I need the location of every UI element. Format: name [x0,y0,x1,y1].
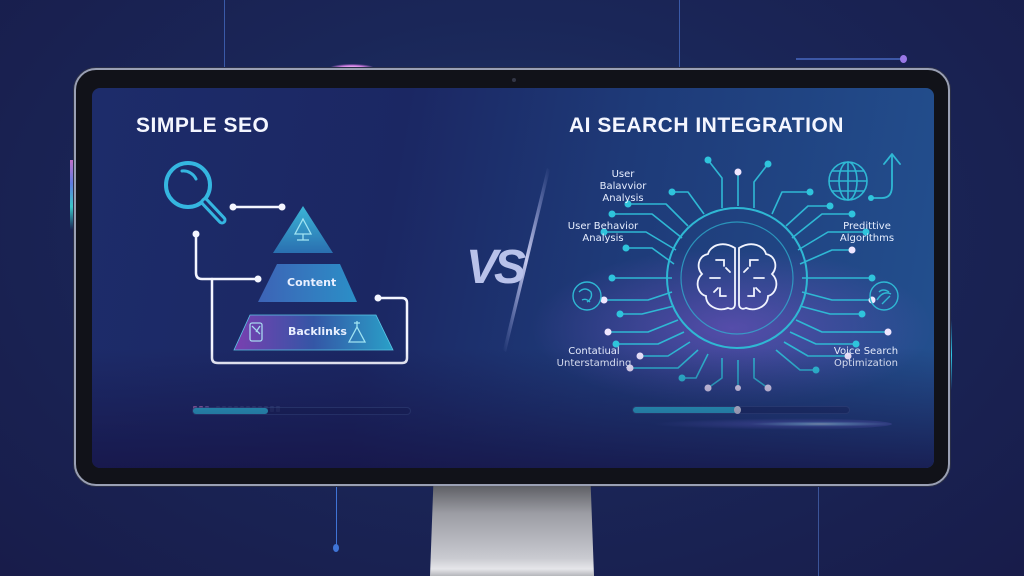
tree-icon [293,217,313,241]
monitor: SIMPLE SEO [74,68,950,486]
seo-progress-bar [192,407,411,415]
fingerprint-left-icon [572,281,602,311]
flask-icon [347,321,367,343]
label-voice-search: Voice Search Optimization [833,346,899,369]
label-contextual-understanding: Contatiual Unterstamding [556,346,632,369]
ai-progress-knob [734,406,741,414]
globe-icon [828,161,868,201]
ai-progress-bar [632,406,850,414]
connector-lines [194,205,409,365]
pyramid-middle-tier [258,264,357,302]
bg-line-top-right [796,58,904,60]
ai-search-title: AI SEARCH INTEGRATION [569,114,844,137]
vs-slash [503,168,550,352]
circuit-traces [604,159,888,389]
ai-progress-fill [633,407,738,413]
glow-left-edge [70,160,73,230]
label-user-behavior-mid: User Behavior Analysis [567,221,639,244]
pyramid-bottom-tier [233,314,394,351]
bg-line-bottom-right [818,486,819,576]
circuit-nodes-cyan [600,156,876,382]
bg-line-right [679,0,680,68]
seo-progress-fill [193,408,268,414]
bg-dot-bottom-left [333,544,339,552]
brain-outline [696,243,778,311]
bg-dot-top-right [900,55,907,63]
connector-dots [192,203,382,302]
label-user-behavior-top: User Balavvior Analysis [599,169,647,204]
ai-circuit-diagram [532,153,932,408]
vs-label: VS [466,241,526,294]
arrow-up-icon [870,153,901,199]
bg-line-left [224,0,225,68]
hourglass-icon [249,322,263,342]
seo-diagram [164,161,409,365]
bg-line-bottom-left [336,486,337,548]
glow-right-edge [949,320,952,390]
pyramid-top-tier [273,206,333,253]
magnifier-icon [164,161,227,225]
monitor-screen: SIMPLE SEO [92,88,934,468]
brain-icon [666,207,808,349]
monitor-stand [430,486,594,576]
fingerprint-right-icon [869,281,899,311]
pyramid-content-label: Content [287,276,337,289]
webcam [512,78,516,82]
pyramid-backlinks-label: Backlinks [288,325,347,338]
simple-seo-title: SIMPLE SEO [136,114,270,137]
circuit-nodes-glow [600,168,892,392]
label-predictive-algorithms: Predittive Algorithms [839,221,895,244]
light-flare [652,418,892,430]
